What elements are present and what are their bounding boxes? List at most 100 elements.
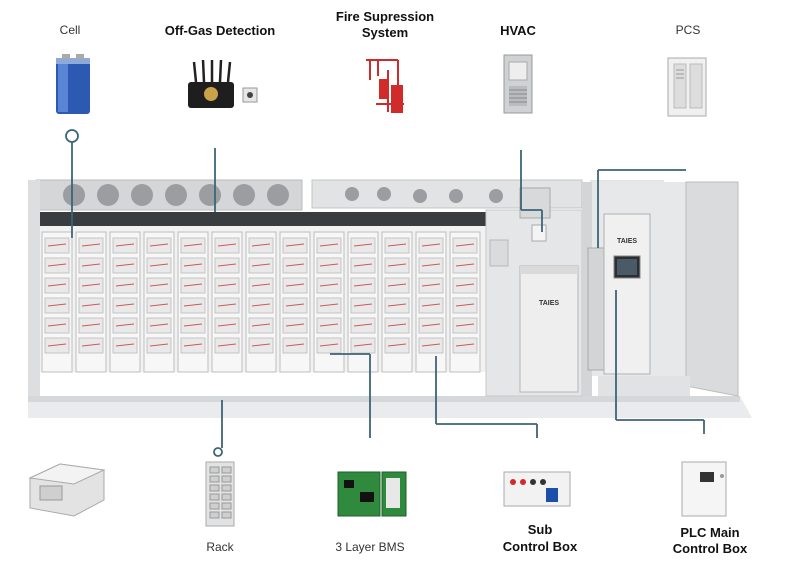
rack-slot — [209, 511, 220, 519]
module-cable — [149, 243, 169, 247]
module-cable — [455, 263, 475, 267]
battery-racks — [41, 231, 481, 373]
label-hvac: HVAC — [500, 23, 536, 38]
module-cable — [251, 303, 271, 307]
rack-slot — [209, 493, 220, 501]
module-cable — [81, 323, 101, 327]
module-cable — [421, 243, 441, 247]
module-cable — [115, 323, 135, 327]
module-cable — [421, 303, 441, 307]
module-cable — [421, 283, 441, 287]
module-cable — [115, 263, 135, 267]
label-fire-suppression-line1: Fire Supression — [335, 9, 435, 24]
module-cable — [353, 243, 373, 247]
module-cable — [47, 323, 67, 327]
module-cable — [217, 343, 237, 347]
rack-slot — [221, 493, 232, 501]
label-fire-suppression-line2: System — [361, 25, 409, 40]
module-cable — [149, 263, 169, 267]
module-cable — [115, 343, 135, 347]
module-cable — [81, 263, 101, 267]
module-cable — [115, 283, 135, 287]
rack-slot — [209, 484, 220, 492]
module-cable — [217, 283, 237, 287]
module-cable — [387, 303, 407, 307]
module-cable — [217, 263, 237, 267]
module-cable — [421, 343, 441, 347]
module-cable — [353, 323, 373, 327]
label-3-layer-bms: 3 Layer BMS — [335, 540, 405, 554]
battery-module-image — [28, 463, 106, 517]
rack-slot — [221, 466, 232, 474]
module-cable — [251, 323, 271, 327]
module-cable — [47, 243, 67, 247]
rack-slot — [221, 475, 232, 483]
module-cable — [319, 263, 339, 267]
pcs-cabinet-brand: TAIES — [616, 238, 638, 245]
module-cable — [387, 343, 407, 347]
module-cable — [183, 343, 203, 347]
module-cable — [183, 263, 203, 267]
module-cable — [115, 303, 135, 307]
label-sub-control-box-line1: Sub — [527, 522, 553, 537]
module-cable — [421, 323, 441, 327]
module-cable — [285, 243, 305, 247]
module-cable — [81, 283, 101, 287]
leader-lines — [65, 129, 705, 457]
module-cable — [183, 243, 203, 247]
module-cable — [387, 243, 407, 247]
module-cable — [217, 323, 237, 327]
module-cable — [47, 263, 67, 267]
cell-image — [56, 54, 90, 114]
module-cable — [149, 283, 169, 287]
module-cable — [421, 263, 441, 267]
module-cable — [115, 243, 135, 247]
module-cable — [285, 283, 305, 287]
rack-slot — [221, 484, 232, 492]
bms-image — [337, 471, 407, 517]
off-gas-detector-image — [188, 59, 258, 108]
label-cell: Cell — [59, 23, 81, 37]
module-cable — [353, 303, 373, 307]
module-cable — [353, 263, 373, 267]
module-cable — [319, 283, 339, 287]
module-cable — [285, 263, 305, 267]
module-cable — [47, 283, 67, 287]
module-cable — [455, 323, 475, 327]
module-cable — [81, 343, 101, 347]
module-cable — [149, 343, 169, 347]
module-cable — [319, 343, 339, 347]
pcs-image — [667, 57, 707, 117]
rack-slot — [221, 511, 232, 519]
rack-slot — [209, 502, 220, 510]
hvac-image — [503, 54, 533, 114]
plc-control-box-image — [681, 461, 727, 517]
module-cable — [319, 243, 339, 247]
module-cable — [47, 303, 67, 307]
module-cable — [251, 343, 271, 347]
module-cable — [183, 283, 203, 287]
module-cable — [319, 303, 339, 307]
rack-image — [205, 461, 235, 527]
module-cable — [251, 263, 271, 267]
module-cable — [149, 303, 169, 307]
module-cable — [387, 283, 407, 287]
module-cable — [81, 303, 101, 307]
sub-control-box-image — [503, 471, 571, 507]
module-cable — [285, 323, 305, 327]
label-plc-main-line2: Control Box — [672, 541, 748, 556]
module-cable — [319, 323, 339, 327]
module-cable — [455, 243, 475, 247]
module-cable — [149, 323, 169, 327]
module-cable — [353, 343, 373, 347]
module-cable — [81, 243, 101, 247]
module-cable — [183, 323, 203, 327]
module-cable — [387, 263, 407, 267]
label-pcs: PCS — [675, 23, 701, 37]
rack-slot — [221, 502, 232, 510]
module-cable — [251, 283, 271, 287]
module-cable — [183, 303, 203, 307]
label-plc-main-line1: PLC Main — [680, 525, 740, 540]
module-cable — [217, 243, 237, 247]
cell-marker-circle — [65, 129, 79, 143]
